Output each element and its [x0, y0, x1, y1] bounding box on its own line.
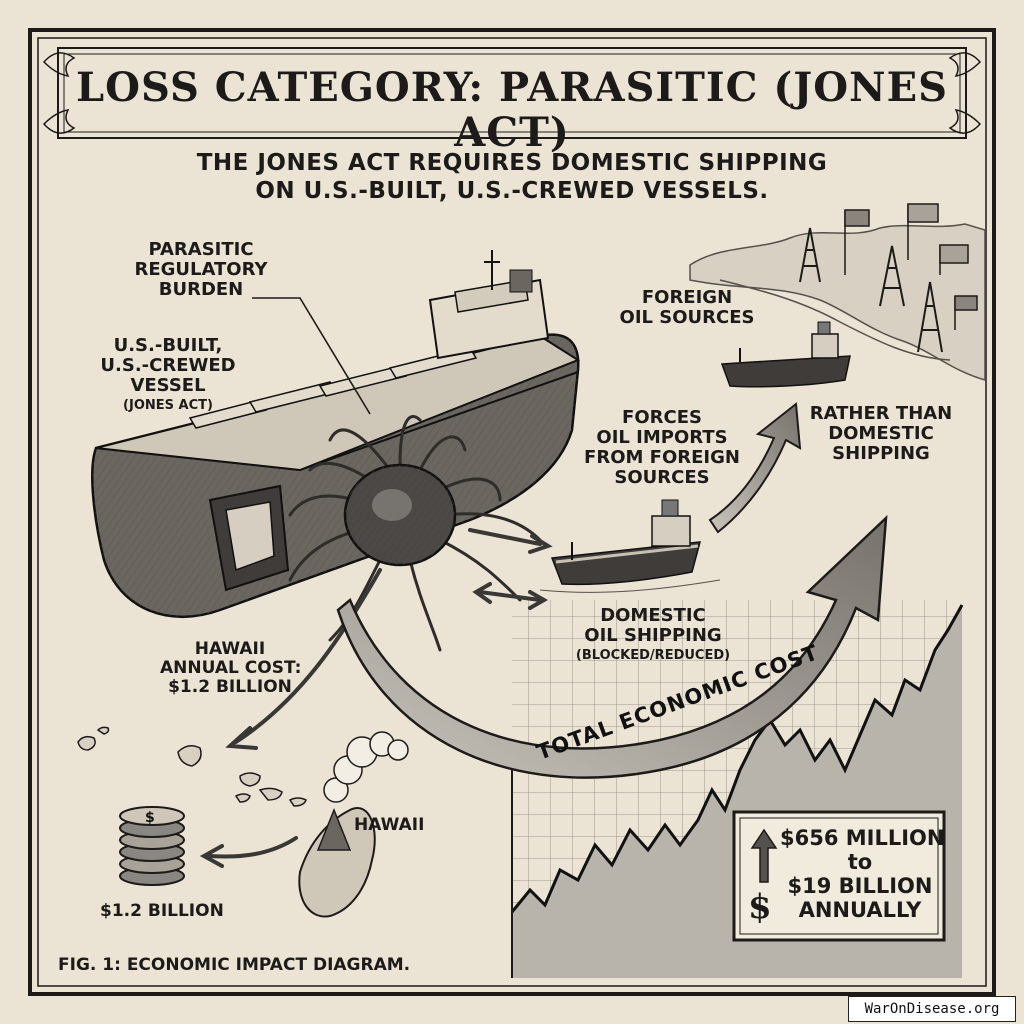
vessel-note: (JONES ACT)	[123, 398, 213, 414]
subtitle: THE JONES ACT REQUIRES DOMESTIC SHIPPING…	[112, 150, 912, 205]
imports-arrow	[708, 402, 802, 534]
domestic-tanker	[539, 499, 721, 593]
ornament-bottom-left	[42, 109, 76, 134]
arrow-to-hawaii	[234, 568, 382, 744]
domestic-note: (BLOCKED/REDUCED)	[575, 648, 731, 664]
cost-range-box	[732, 810, 946, 942]
hawaii-cost-label: HAWAII ANNUAL COST: $1.2 BILLION	[160, 639, 302, 698]
up-arrow-icon	[750, 828, 778, 883]
hawaii-label: HAWAII	[354, 815, 425, 835]
parasite-icon	[288, 415, 542, 652]
dollar-icon: $	[748, 887, 772, 927]
domestic-shipping-label: DOMESTIC OIL SHIPPING (BLOCKED/REDUCED)	[568, 605, 738, 664]
flag-icon	[844, 203, 978, 330]
ornament-top-left	[42, 52, 76, 77]
page-title: LOSS CATEGORY: PARASITIC (JONES ACT)	[76, 64, 948, 156]
rather-than-label: RATHER THAN DOMESTIC SHIPPING	[809, 403, 953, 465]
figure-caption: FIG. 1: ECONOMIC IMPACT DIAGRAM.	[58, 955, 411, 975]
arrow-to-coins	[208, 836, 298, 859]
arrow-double	[478, 590, 542, 602]
coins-value-label: $1.2 BILLION	[100, 901, 224, 921]
subtitle-line-2: ON U.S.-BUILT, U.S.-CREWED VESSELS.	[255, 177, 769, 204]
jones-act-vessel	[91, 250, 581, 619]
oil-derrick-icon	[799, 227, 943, 353]
foreign-coast	[689, 203, 986, 381]
ornament-bottom-right	[948, 109, 982, 134]
ship-bridge	[428, 250, 550, 360]
ornament-top-right	[948, 52, 982, 77]
svg-text:$: $	[145, 810, 155, 826]
subtitle-line-1: THE JONES ACT REQUIRES DOMESTIC SHIPPING	[196, 150, 828, 176]
total-cost-arrow	[336, 514, 888, 779]
page-frame	[28, 28, 996, 996]
vessel-label: U.S.-BUILT, U.S.-CREWED VESSEL (JONES AC…	[88, 335, 248, 414]
forces-imports-label: FORCES OIL IMPORTS FROM FOREIGN SOURCES	[584, 407, 740, 489]
hawaii-big-island	[298, 731, 409, 918]
burden-leader-line	[252, 297, 371, 415]
foreign-tanker	[720, 321, 851, 388]
parasitic-burden-label: PARASITIC REGULATORY BURDEN	[134, 239, 268, 301]
chart-line	[510, 604, 964, 913]
coin-stack-icon: $	[119, 806, 185, 886]
foreign-oil-label: FOREIGN OIL SOURCES	[619, 287, 755, 329]
parasite-arrows	[225, 528, 553, 750]
arrow-to-domestic-shipping	[468, 528, 542, 546]
volcano-smoke-icon	[323, 731, 409, 803]
hawaii-islands	[77, 726, 307, 807]
website-badge: WarOnDisease.org	[848, 996, 1016, 1022]
cost-range-text: $656 MILLION to $19 BILLION ANNUALLY	[780, 826, 945, 923]
